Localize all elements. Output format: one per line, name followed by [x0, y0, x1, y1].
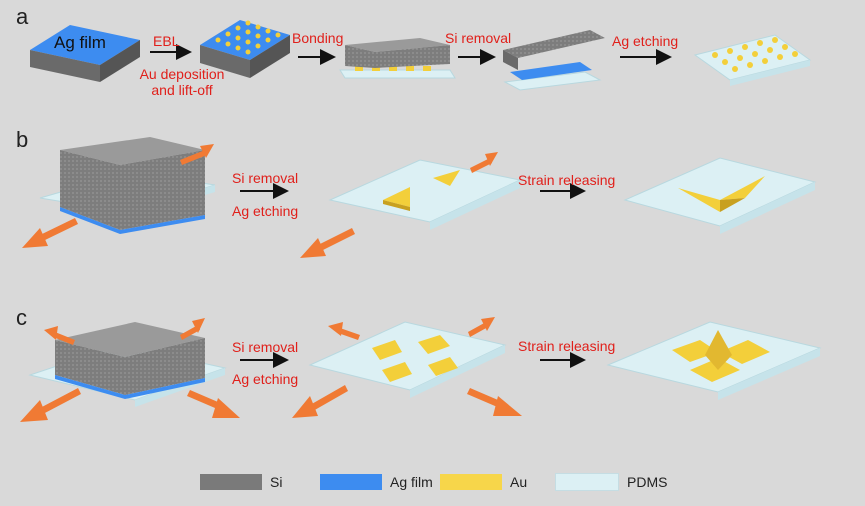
panel-label-a: a: [16, 4, 29, 29]
ag-etching-label-a: Ag etching: [612, 33, 679, 49]
ag-etching-label-b: Ag etching: [232, 203, 299, 219]
si-removal-label-a: Si removal: [445, 30, 512, 46]
legend-swatch-au: [440, 474, 502, 490]
bonding-label: Bonding: [292, 30, 344, 46]
panel-label-b: b: [16, 127, 29, 152]
cross-separated: [308, 321, 507, 398]
bonded-stack: [339, 38, 456, 79]
legend-label-pdms: PDMS: [627, 474, 668, 490]
si-removal-label-b: Si removal: [232, 170, 299, 186]
ag-film-label: Ag film: [54, 33, 106, 52]
process-arrows-a: [150, 44, 672, 65]
legend-swatch-pdms: [555, 473, 619, 491]
au-dots-block: [200, 20, 290, 78]
legend-swatch-si: [200, 474, 262, 490]
bowtie-assembled: [623, 157, 817, 234]
cross-assembled: [606, 321, 822, 400]
strain-arrows-c1: [20, 318, 240, 422]
legend-ag-film: Ag film: [320, 472, 433, 492]
si-stack-c: [28, 322, 227, 407]
legend-pdms: PDMS: [555, 472, 667, 492]
ag-etching-label-c: Ag etching: [232, 371, 299, 387]
strain-arrows-c2: [292, 317, 522, 418]
legend-swatch-ag-film: [320, 474, 382, 490]
strain-releasing-label-b: Strain releasing: [518, 172, 616, 188]
si-removal-stack: [503, 30, 605, 91]
strain-arrows-b2: [300, 152, 498, 258]
ebl-label: EBL: [153, 33, 180, 49]
ag-film-block: [30, 25, 140, 82]
au-array-on-pdms: [693, 34, 812, 86]
au-deposition-line1: Au deposition: [139, 66, 225, 82]
si-stack-b: [39, 137, 216, 234]
legend-label-au: Au: [510, 474, 528, 490]
si-removal-label-c: Si removal: [232, 339, 299, 355]
legend-si: Si: [200, 472, 282, 492]
strain-releasing-label-c: Strain releasing: [518, 338, 616, 354]
strain-arrows-b1: [22, 144, 214, 248]
au-deposition-label: Au deposition and lift-off: [122, 66, 242, 98]
au-deposition-line2: and lift-off: [151, 82, 213, 98]
panel-label-c: c: [16, 305, 27, 330]
legend-au: Au: [440, 472, 527, 492]
bowtie-separated: [328, 159, 522, 230]
legend-label-ag-film: Ag film: [390, 474, 433, 490]
legend-label-si: Si: [270, 474, 283, 490]
